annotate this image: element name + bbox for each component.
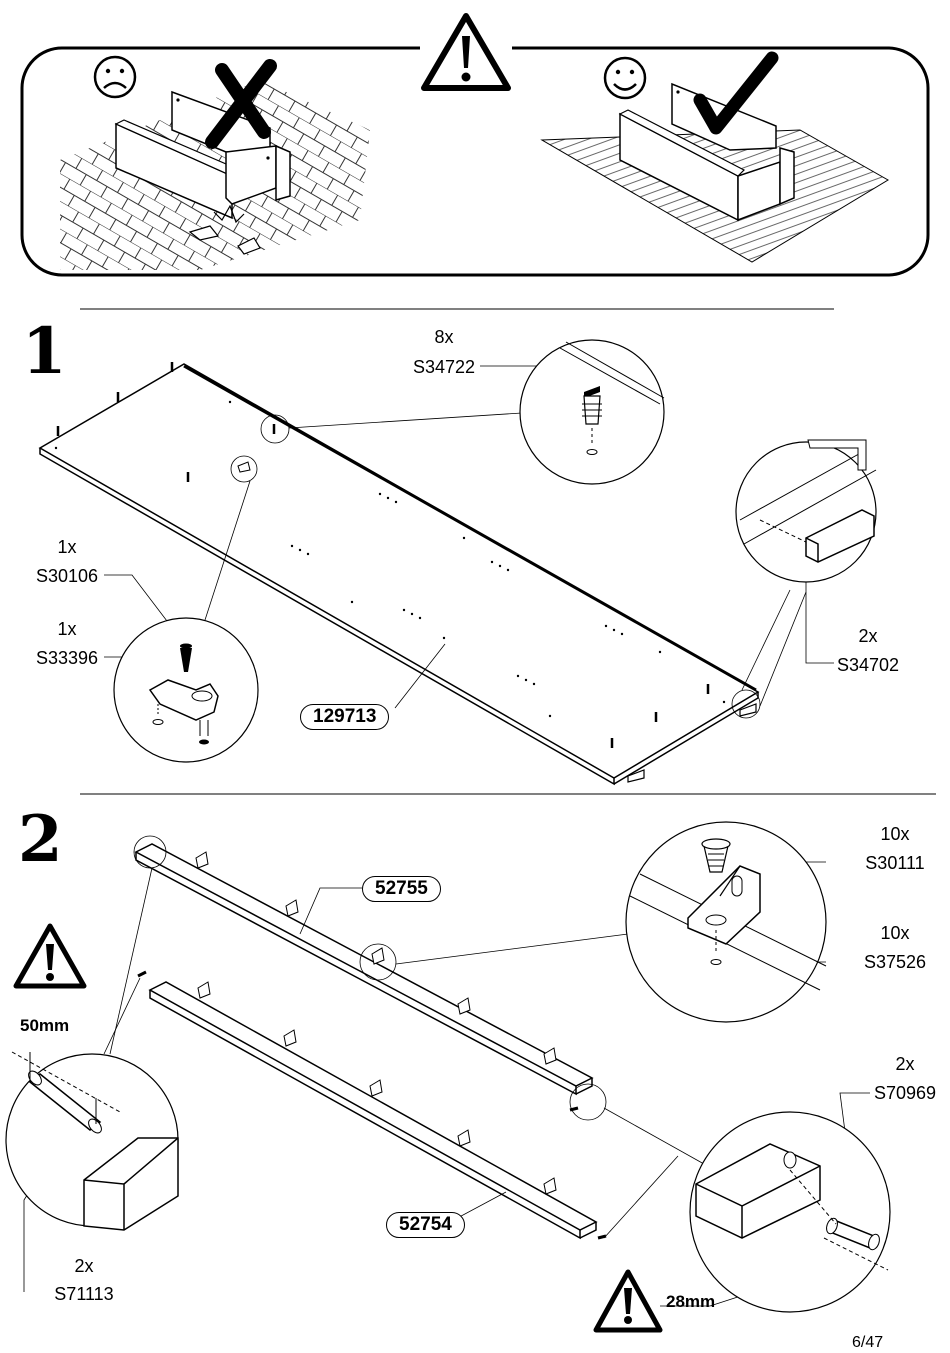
qty-label: 2x: [858, 626, 878, 646]
cam-bolt-detail: [519, 339, 665, 485]
glide-detail: [113, 617, 259, 763]
qty-label: 10x: [880, 923, 910, 943]
dowel-detail-right: [689, 1111, 891, 1313]
part-number-badge: 129713: [300, 704, 390, 730]
rail-52755: [134, 843, 594, 1096]
qty-label: 1x: [57, 619, 77, 639]
bracket-detail: [625, 821, 827, 1023]
rail-52754: [148, 981, 598, 1240]
part-number-badge: 52754: [386, 1212, 465, 1238]
qty-label: 1x: [57, 537, 77, 557]
part-number-badge: 52755: [362, 876, 441, 902]
part-code-label: S71113: [54, 1284, 114, 1304]
qty-label: 10x: [880, 824, 910, 844]
part-code-label: S70969: [873, 1083, 937, 1103]
step-number-1: 1: [22, 314, 67, 389]
dowel-detail-left: [5, 1051, 179, 1231]
step-number-2: 2: [18, 802, 63, 877]
sad-face-icon: [93, 55, 137, 99]
dimension-label-50mm: 50mm: [20, 1016, 70, 1035]
correct-assembly-illustration: [540, 51, 889, 263]
warning-triangle-icon: [421, 13, 511, 91]
board-129713: [38, 362, 760, 786]
part-code-label: S34702: [836, 655, 900, 675]
qty-label: 2x: [895, 1054, 915, 1074]
part-code-label: S33396: [35, 648, 99, 668]
part-code-label: S30111: [865, 853, 925, 873]
part-code-label: S37526: [863, 952, 927, 972]
part-code-label: S30106: [35, 566, 99, 586]
wrong-assembly-illustration: [60, 59, 370, 270]
page-number: 6/47: [852, 1334, 884, 1351]
clip-detail: [735, 439, 877, 583]
qty-label: 8x: [434, 327, 454, 347]
part-code-label: S34722: [412, 357, 476, 377]
dimension-label-28mm: 28mm: [666, 1292, 716, 1311]
warning-triangle-icon: [13, 923, 87, 989]
qty-label: 2x: [74, 1256, 94, 1276]
warning-triangle-icon: [593, 1269, 663, 1333]
smiley-face-icon: [603, 56, 647, 100]
